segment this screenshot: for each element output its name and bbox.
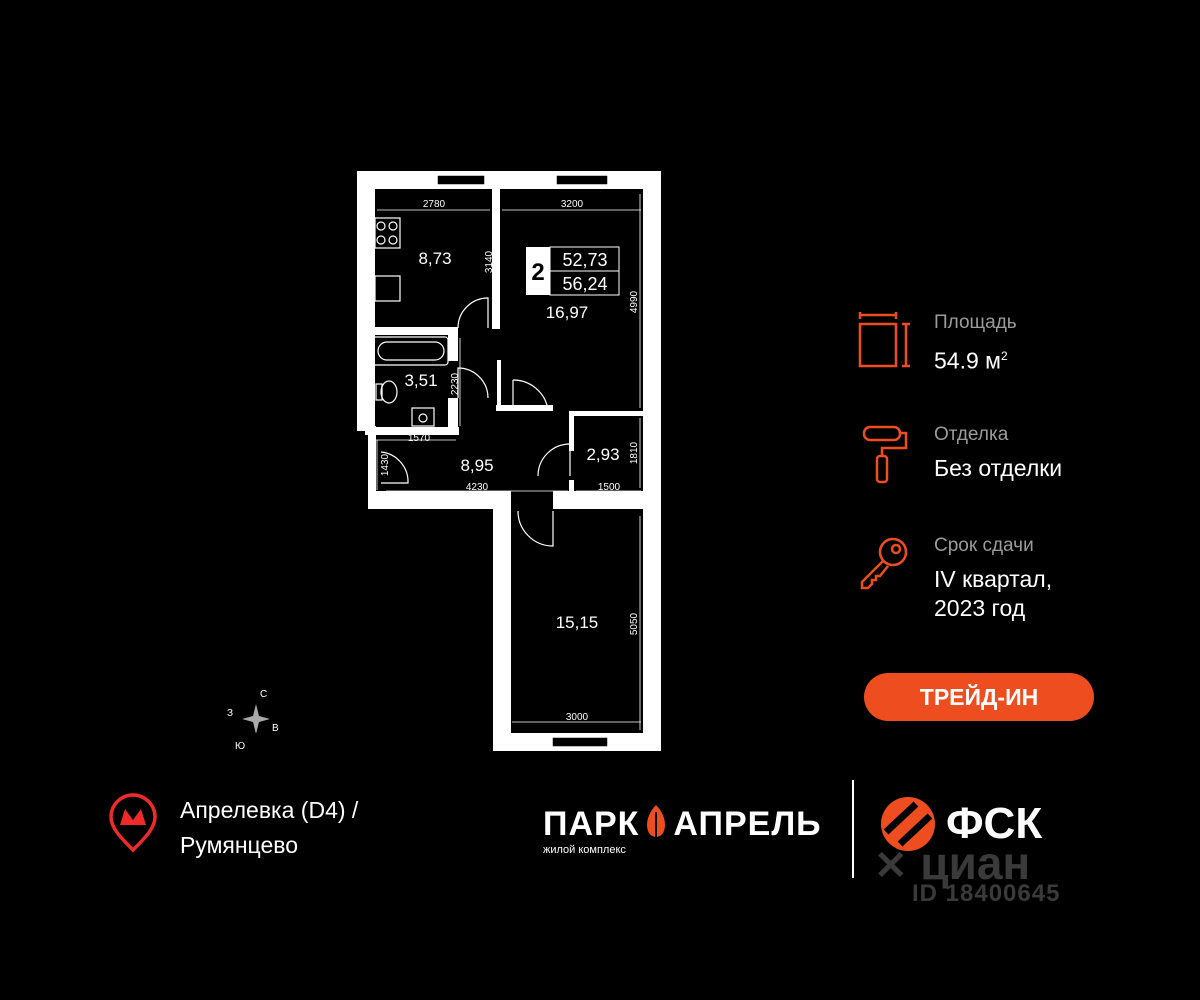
leaf-icon — [647, 805, 666, 843]
fsk-logo: ФСК — [880, 796, 1042, 852]
apartment-badge: 2 52,73 56,24 — [526, 246, 620, 296]
dim-label: 3140 — [484, 250, 495, 273]
room-area: 2,93 — [586, 445, 619, 464]
dim-label: 1430 — [380, 453, 391, 476]
dim-label: 1810 — [629, 441, 640, 464]
park-subtitle: жилой комплекс — [543, 844, 626, 856]
room-area: 8,73 — [418, 249, 451, 268]
deadline-value: IV квартал,2023 год — [934, 566, 1053, 621]
area-label: Площадь — [934, 312, 1017, 333]
door-swings — [380, 297, 571, 547]
room-area: 15,15 — [556, 613, 599, 632]
fsk-icon — [881, 797, 935, 851]
metro-line1: Апрелевка (D4) / — [180, 797, 359, 823]
compass-south: Ю — [235, 741, 245, 752]
area-total: 56,24 — [562, 274, 607, 294]
dim-label: 2230 — [450, 372, 461, 395]
cian-watermark: ✕ циан — [874, 837, 1031, 889]
dim-label: 5050 — [629, 612, 640, 635]
fixtures — [371, 217, 449, 427]
dim-label: 4230 — [466, 482, 489, 493]
dim-label: 2780 — [423, 199, 446, 210]
compass-north: С — [260, 689, 267, 700]
park-left: ПАРК — [543, 804, 640, 843]
paint-roller-icon — [862, 425, 908, 484]
area-icon — [858, 312, 910, 368]
compass-east: В — [272, 723, 279, 734]
room-area: 3,51 — [404, 371, 437, 390]
fsk-text: ФСК — [946, 799, 1043, 848]
metro-line2: Румянцево — [180, 832, 299, 858]
logo-divider — [852, 780, 854, 878]
dim-label: 3200 — [561, 199, 584, 210]
cian-listing-id: ID 18400645 — [912, 880, 1061, 907]
dim-label: 3000 — [566, 712, 589, 723]
compass-west: З — [227, 708, 233, 719]
park-april-logo: ПАРК АПРЕЛЬ жилой комплекс — [543, 804, 822, 857]
compass-icon: С З В Ю — [227, 689, 279, 752]
finish-value: Без отделки — [934, 455, 1063, 481]
finish-label: Отделка — [934, 424, 1009, 445]
windows — [436, 174, 609, 748]
trade-in-button[interactable]: ТРЕЙД-ИН — [864, 673, 1094, 721]
dimension-lines — [374, 194, 641, 730]
room-count: 2 — [531, 259, 544, 286]
key-icon — [860, 537, 908, 590]
room-area: 16,97 — [546, 303, 589, 322]
metro-station: Апрелевка (D4) / Румянцево — [180, 793, 358, 863]
area-value: 54.9 м2 — [934, 347, 1008, 374]
dim-label: 1500 — [598, 482, 621, 493]
room-area: 8,95 — [460, 456, 493, 475]
dim-label: 4990 — [629, 290, 640, 313]
deadline-label: Срок сдачи — [934, 535, 1034, 556]
park-right: АПРЕЛЬ — [673, 804, 822, 843]
area-living: 52,73 — [562, 250, 607, 270]
metro-icon — [109, 793, 157, 853]
dim-label: 1570 — [408, 433, 431, 444]
